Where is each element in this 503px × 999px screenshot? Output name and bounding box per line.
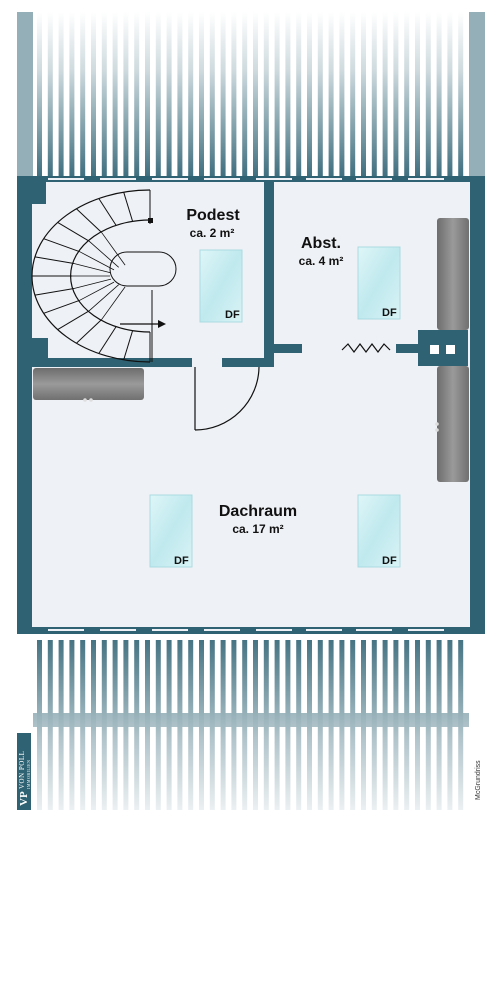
wall-notch	[306, 178, 342, 180]
room-area-abst: ca. 4 m²	[299, 254, 344, 268]
stair-tread	[57, 310, 90, 331]
wall-notch	[152, 629, 188, 631]
spiral-staircase	[31, 189, 177, 363]
wall-notch	[100, 629, 136, 631]
skylight-label: DF	[382, 555, 397, 567]
wall-notch	[48, 629, 84, 631]
von-poll-logo: VP VON POLL IMMOBILIEN	[17, 733, 31, 810]
wall-notch	[204, 629, 240, 631]
zigzag-marker	[341, 343, 391, 353]
room-area-podest: ca. 2 m²	[190, 226, 235, 240]
wall-notch	[100, 178, 136, 180]
wall-notch	[306, 629, 342, 631]
stair-tread	[73, 263, 112, 274]
wall-notch	[256, 629, 292, 631]
beam-right-lower	[435, 366, 469, 482]
stair-tread	[34, 288, 75, 296]
wall-notch	[356, 178, 392, 180]
stair-tread	[101, 286, 126, 321]
roof-top	[17, 12, 485, 178]
stair-tread	[98, 198, 117, 226]
door	[194, 366, 260, 431]
skylight-label: DF	[174, 555, 189, 567]
outer-walls	[17, 176, 485, 634]
wall-notch	[48, 178, 84, 180]
stair-tread	[98, 326, 117, 354]
skylight-podest: DF	[199, 249, 243, 323]
wall-notch	[356, 629, 392, 631]
roof-bottom	[17, 633, 485, 810]
chimney	[430, 345, 455, 354]
wall-notch	[408, 178, 444, 180]
stair-tread	[88, 240, 119, 268]
room-name-abst: Abst.	[301, 235, 341, 252]
beam-right-upper	[437, 218, 469, 330]
stair-tread	[88, 284, 119, 312]
stair-tread	[34, 256, 75, 264]
skylight-dachraum-right: DF	[357, 494, 401, 568]
stair-tread	[79, 281, 115, 301]
credit-text: McGrundriss	[475, 760, 482, 800]
skylight-label: DF	[225, 309, 240, 321]
wall-notch	[408, 629, 444, 631]
floor	[31, 182, 471, 633]
stair-tread	[123, 330, 134, 360]
room-name-podest: Podest	[186, 207, 240, 224]
skylight-abst: DF	[357, 246, 401, 320]
stair-tread	[43, 299, 80, 314]
stair-tread	[43, 238, 80, 253]
beam-left	[33, 368, 144, 402]
logo-name: VON POLL	[18, 751, 26, 789]
wall-notch	[256, 178, 292, 180]
inner-walls	[32, 182, 468, 367]
wall-notches	[48, 178, 444, 631]
logo-mark: VP	[18, 791, 30, 806]
skylight-label: DF	[382, 307, 397, 319]
room-name-dachraum: Dachraum	[219, 503, 297, 520]
stair-treads	[32, 190, 151, 362]
skylight-dachraum-left: DF	[149, 494, 193, 568]
stair-tread	[57, 221, 90, 242]
stair-tread	[101, 231, 126, 266]
wall-notch	[204, 178, 240, 180]
logo-tagline: IMMOBILIEN	[26, 760, 31, 789]
stair-tread	[73, 278, 112, 289]
stair-tread	[76, 319, 102, 344]
stair-tread	[79, 251, 115, 271]
wall-notch	[152, 178, 188, 180]
credit: McGrundriss	[471, 753, 483, 803]
stair-tread	[76, 208, 102, 233]
stair-tread	[123, 192, 134, 222]
room-area-dachraum: ca. 17 m²	[232, 522, 283, 536]
